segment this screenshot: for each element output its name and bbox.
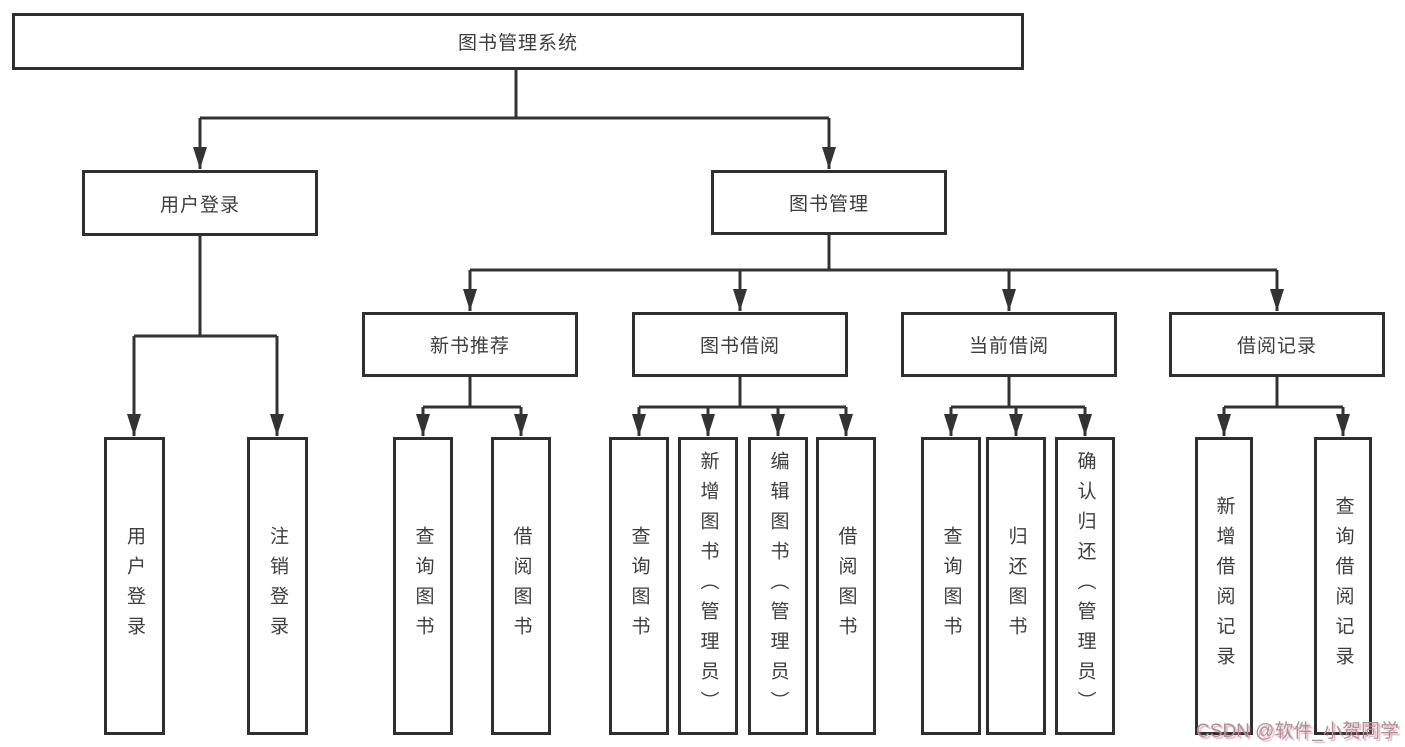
node-user-login: 用户登录 [82, 170, 318, 236]
node-label: 编辑图书（管理员） [767, 451, 789, 721]
node-label: 图书借阅 [699, 336, 780, 357]
node-label: 图书管理 [788, 194, 869, 215]
node-label: 借阅记录 [1236, 336, 1317, 357]
leaf-logout: 注销登录 [247, 437, 308, 735]
node-label: 用户登录 [159, 194, 240, 216]
leaf-return-books: 归还图书 [986, 437, 1046, 735]
leaf-borrow-books: 借阅图书 [816, 437, 876, 735]
node-label: 借阅图书 [510, 526, 532, 646]
csdn-watermark: CSDN @软件_小贺同学 [1196, 721, 1399, 742]
leaf-add-books-admin: 新增图书（管理员） [678, 437, 738, 735]
leaf-edit-books-admin: 编辑图书（管理员） [748, 437, 808, 735]
node-label: 归还图书 [1005, 526, 1027, 646]
node-label: 图书管理系统 [457, 33, 578, 54]
node-label: 确认归还（管理员） [1074, 451, 1096, 721]
node-label: 查询图书 [940, 526, 962, 646]
node-label: 注销登录 [267, 526, 288, 646]
node-label: 新增借阅记录 [1213, 496, 1235, 676]
node-label: 查询借阅记录 [1332, 496, 1354, 676]
node-new-book-recommend: 新书推荐 [362, 312, 578, 377]
node-book-management: 图书管理 [711, 170, 947, 235]
leaf-confirm-return-admin: 确认归还（管理员） [1055, 437, 1115, 735]
node-book-borrow: 图书借阅 [632, 312, 848, 377]
leaf-query-books-current: 查询图书 [921, 437, 981, 735]
node-label: 查询图书 [628, 526, 650, 646]
node-label: 当前借阅 [968, 336, 1049, 357]
leaf-borrow-books-recommend: 借阅图书 [491, 437, 551, 735]
leaf-query-borrow-record: 查询借阅记录 [1314, 437, 1372, 735]
node-library-management-system: 图书管理系统 [12, 13, 1024, 70]
node-label: 查询图书 [412, 526, 434, 646]
node-borrow-records: 借阅记录 [1169, 312, 1385, 377]
node-label: 借阅图书 [835, 526, 857, 646]
node-label: 用户登录 [124, 526, 145, 646]
node-current-borrow: 当前借阅 [901, 312, 1117, 377]
leaf-query-books: 查询图书 [609, 437, 669, 735]
node-label: 新增图书（管理员） [697, 451, 719, 721]
leaf-user-login: 用户登录 [104, 437, 165, 735]
node-label: 新书推荐 [429, 336, 510, 357]
leaf-add-borrow-record: 新增借阅记录 [1195, 437, 1253, 735]
leaf-query-books-recommend: 查询图书 [393, 437, 453, 735]
